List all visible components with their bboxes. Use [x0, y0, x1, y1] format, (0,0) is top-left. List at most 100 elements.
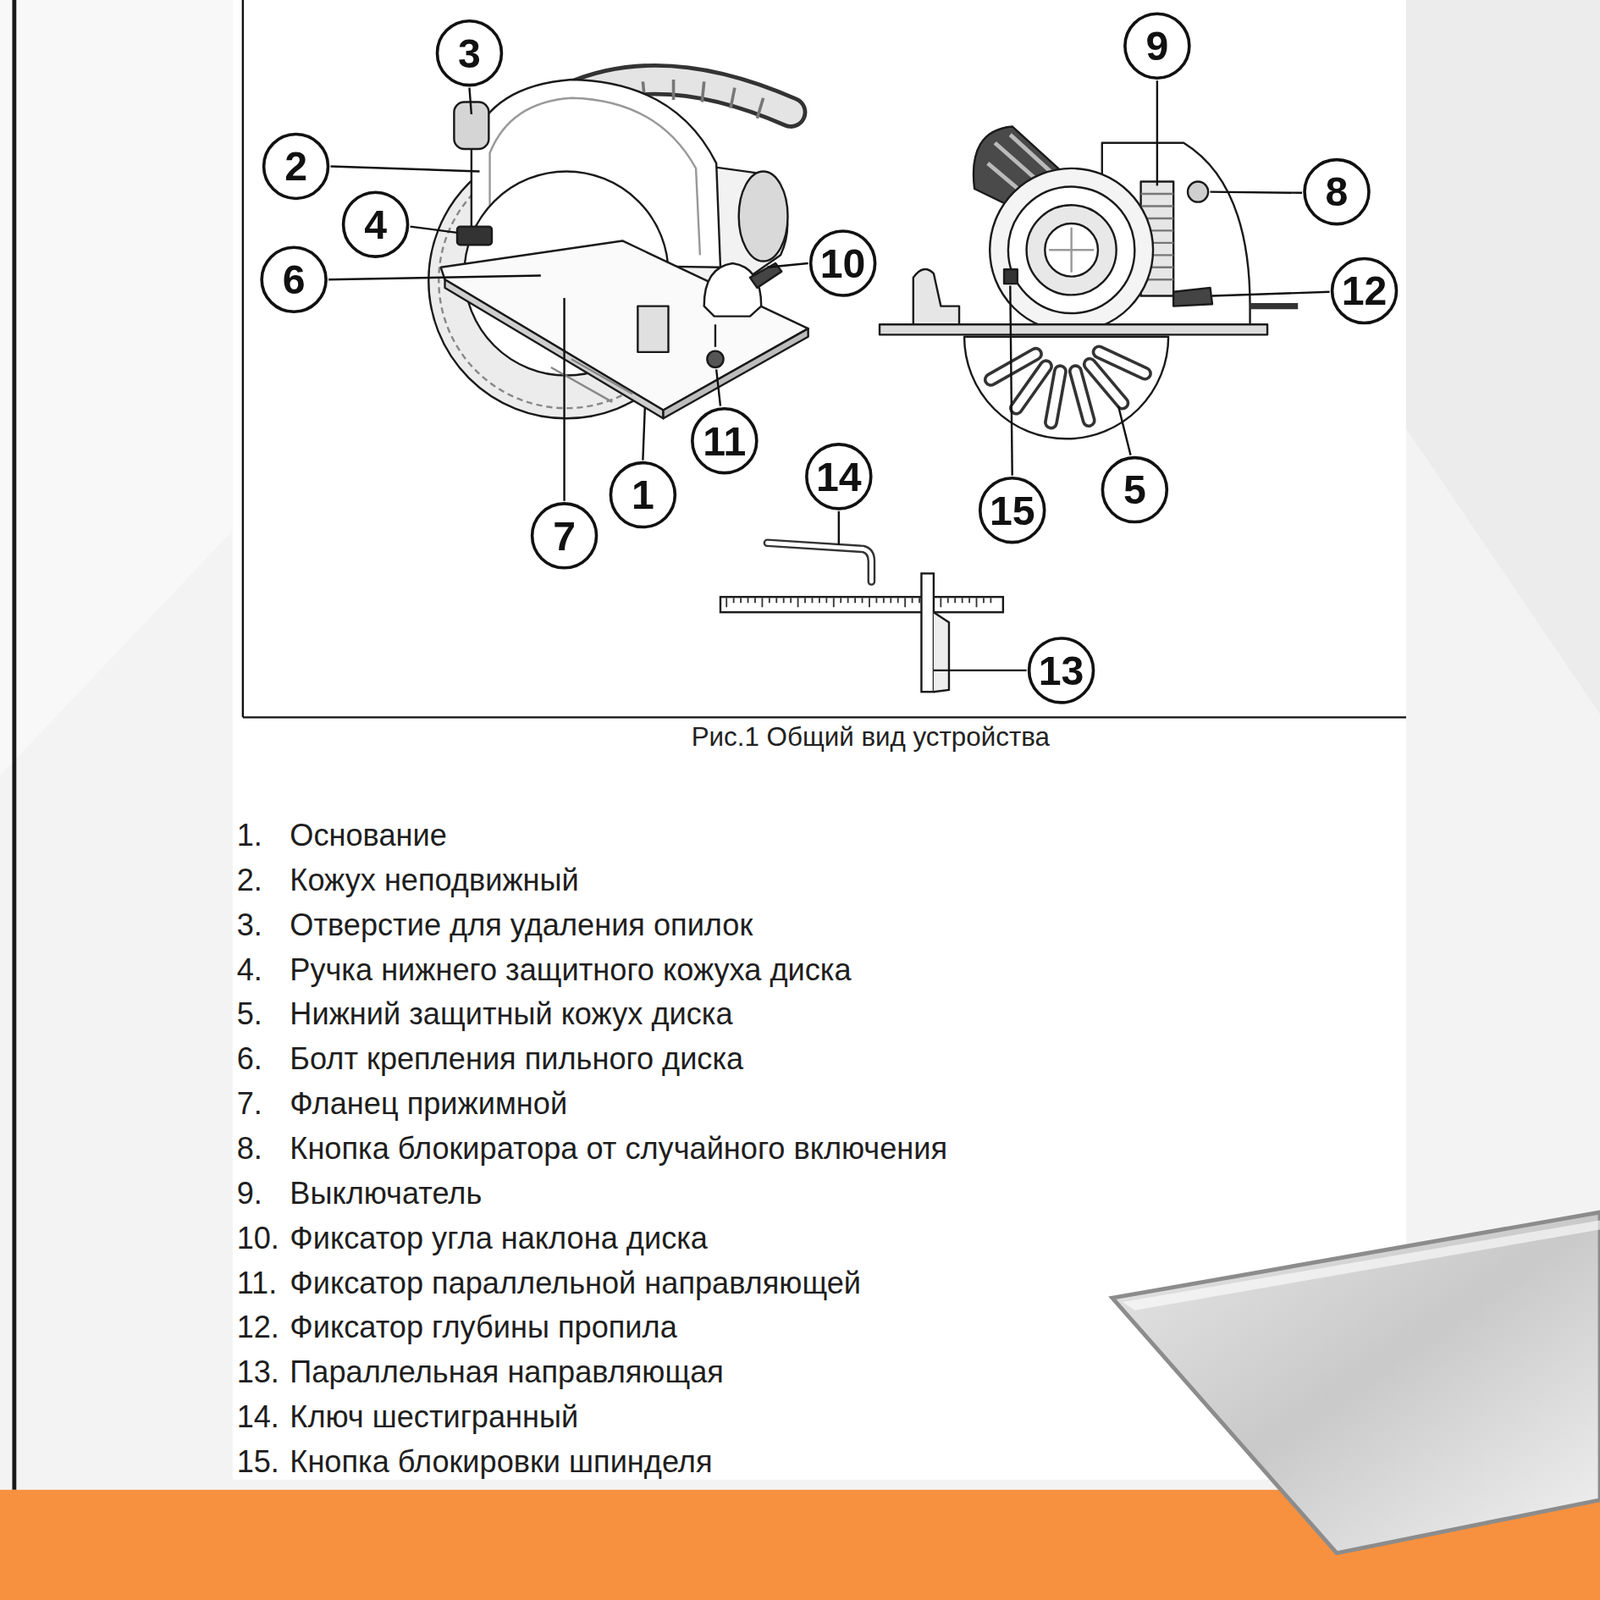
leader-line: [838, 511, 840, 546]
callout-number: 5: [1123, 468, 1147, 510]
leader-line: [331, 165, 480, 172]
callout-number: 8: [1325, 171, 1349, 212]
part-name: Выключатель: [289, 1176, 482, 1212]
list-number: 1.: [237, 818, 263, 854]
list-number: 12.: [237, 1310, 280, 1346]
saw-rear-view: [1026, 204, 1117, 295]
part-name: Отверстие для удаления опилок: [289, 907, 753, 943]
saw-front-view: [662, 328, 808, 419]
parallel-guide: [921, 573, 933, 692]
saw-rear-view: [1044, 223, 1098, 277]
background: [0, 0, 233, 776]
figure-frame: [242, 0, 244, 718]
saw-front-view: [441, 240, 809, 410]
figure-caption: Рис.1 Общий вид устройства: [691, 721, 1050, 753]
list-number: 2.: [237, 863, 263, 899]
leader-line: [1009, 285, 1012, 475]
part-name: Нижний защитный кожух диска: [289, 997, 733, 1032]
callout-number: 15: [989, 490, 1036, 531]
part-name: Кнопка блокировки шпинделя: [289, 1445, 712, 1480]
callout-circle: 14: [805, 442, 873, 511]
leader-line: [328, 275, 541, 280]
callout-number: 4: [364, 204, 387, 245]
leader-line: [1118, 406, 1131, 456]
parallel-guide: [720, 573, 1004, 692]
callout-number: 9: [1145, 25, 1169, 67]
leader-line: [766, 263, 808, 268]
part-name: Фланец прижимной: [289, 1086, 568, 1122]
callout-number: 11: [702, 420, 746, 462]
saw-front-view: [739, 171, 789, 261]
saw-front-view: [428, 79, 808, 419]
list-number: 11.: [237, 1265, 278, 1301]
leader-line: [410, 226, 458, 233]
parallel-guide: [720, 596, 1004, 613]
part-name: Ручка нижнего защитного кожуха диска: [289, 952, 851, 988]
saw-rear-view: [990, 352, 1145, 423]
saw-front-view: [714, 324, 717, 348]
hex-key: [766, 542, 872, 582]
part-name: Кнопка блокиратора от случайного включен…: [289, 1131, 948, 1167]
callout-number: 6: [282, 259, 306, 300]
saw-front-view: [706, 351, 723, 368]
saw-rear-view: [1008, 187, 1135, 314]
callout-circle: 13: [1027, 636, 1096, 705]
saw-rear-view: [1004, 269, 1018, 284]
saw-rear-view: [990, 352, 1145, 423]
callout-number: 3: [457, 33, 481, 74]
part-name: Ключ шестигранный: [289, 1400, 579, 1435]
leader-line: [1212, 292, 1330, 297]
saw-rear-view: [913, 269, 960, 325]
saw-rear-view: [990, 352, 1145, 423]
leader-line: [716, 369, 721, 406]
list-number: 14.: [237, 1400, 280, 1435]
callout-circle: 2: [262, 132, 331, 201]
list-number: 9.: [237, 1176, 263, 1212]
saw-front-view: [457, 226, 492, 246]
hex-key: [766, 542, 872, 582]
callout-number: 1: [631, 474, 655, 515]
leader-line: [468, 88, 471, 115]
saw-rear-view: [1250, 303, 1299, 309]
hex-key: [766, 542, 872, 582]
callout-number: 13: [1038, 650, 1085, 691]
callout-circle: 15: [978, 476, 1047, 545]
callout-circle: 7: [530, 502, 599, 570]
parallel-guide: [933, 612, 949, 692]
saw-front-view: [445, 279, 664, 419]
list-number: 13.: [237, 1355, 280, 1391]
callout-circle: 11: [690, 407, 759, 475]
saw-rear-view: [1187, 182, 1209, 203]
callout-number: 7: [552, 515, 576, 557]
part-name: Основание: [289, 818, 447, 854]
callout-circle: 6: [259, 245, 328, 314]
saw-rear-view: [879, 126, 1298, 439]
list-number: 5.: [237, 997, 263, 1032]
saw-rear-view: [1048, 227, 1094, 273]
callout-circle: 9: [1123, 11, 1192, 80]
callout-circle: 8: [1302, 158, 1371, 227]
leader-line: [328, 80, 1330, 671]
saw-rear-view: [989, 168, 1154, 332]
background: [1122, 1220, 1600, 1311]
list-number: 10.: [237, 1220, 280, 1256]
part-name: Фиксатор угла наклона диска: [289, 1220, 708, 1256]
figure-frame: [242, 0, 1407, 718]
background: [1112, 1212, 1600, 1554]
figure-frame: [242, 716, 1407, 718]
leader-line: [1156, 80, 1159, 186]
callout-circle: 5: [1101, 456, 1170, 525]
list-number: 7.: [237, 1086, 263, 1122]
saw-rear-view: [879, 324, 1268, 335]
callout-number: 12: [1341, 270, 1388, 311]
callout-circle: 12: [1330, 257, 1399, 326]
parallel-guide: [726, 597, 991, 607]
list-number: 3.: [237, 907, 263, 943]
saw-front-view: [637, 306, 668, 353]
leader-line: [933, 669, 1027, 672]
callout-circle: 3: [435, 19, 504, 88]
callout-number: 14: [816, 456, 862, 497]
list-number: 4.: [237, 952, 263, 988]
